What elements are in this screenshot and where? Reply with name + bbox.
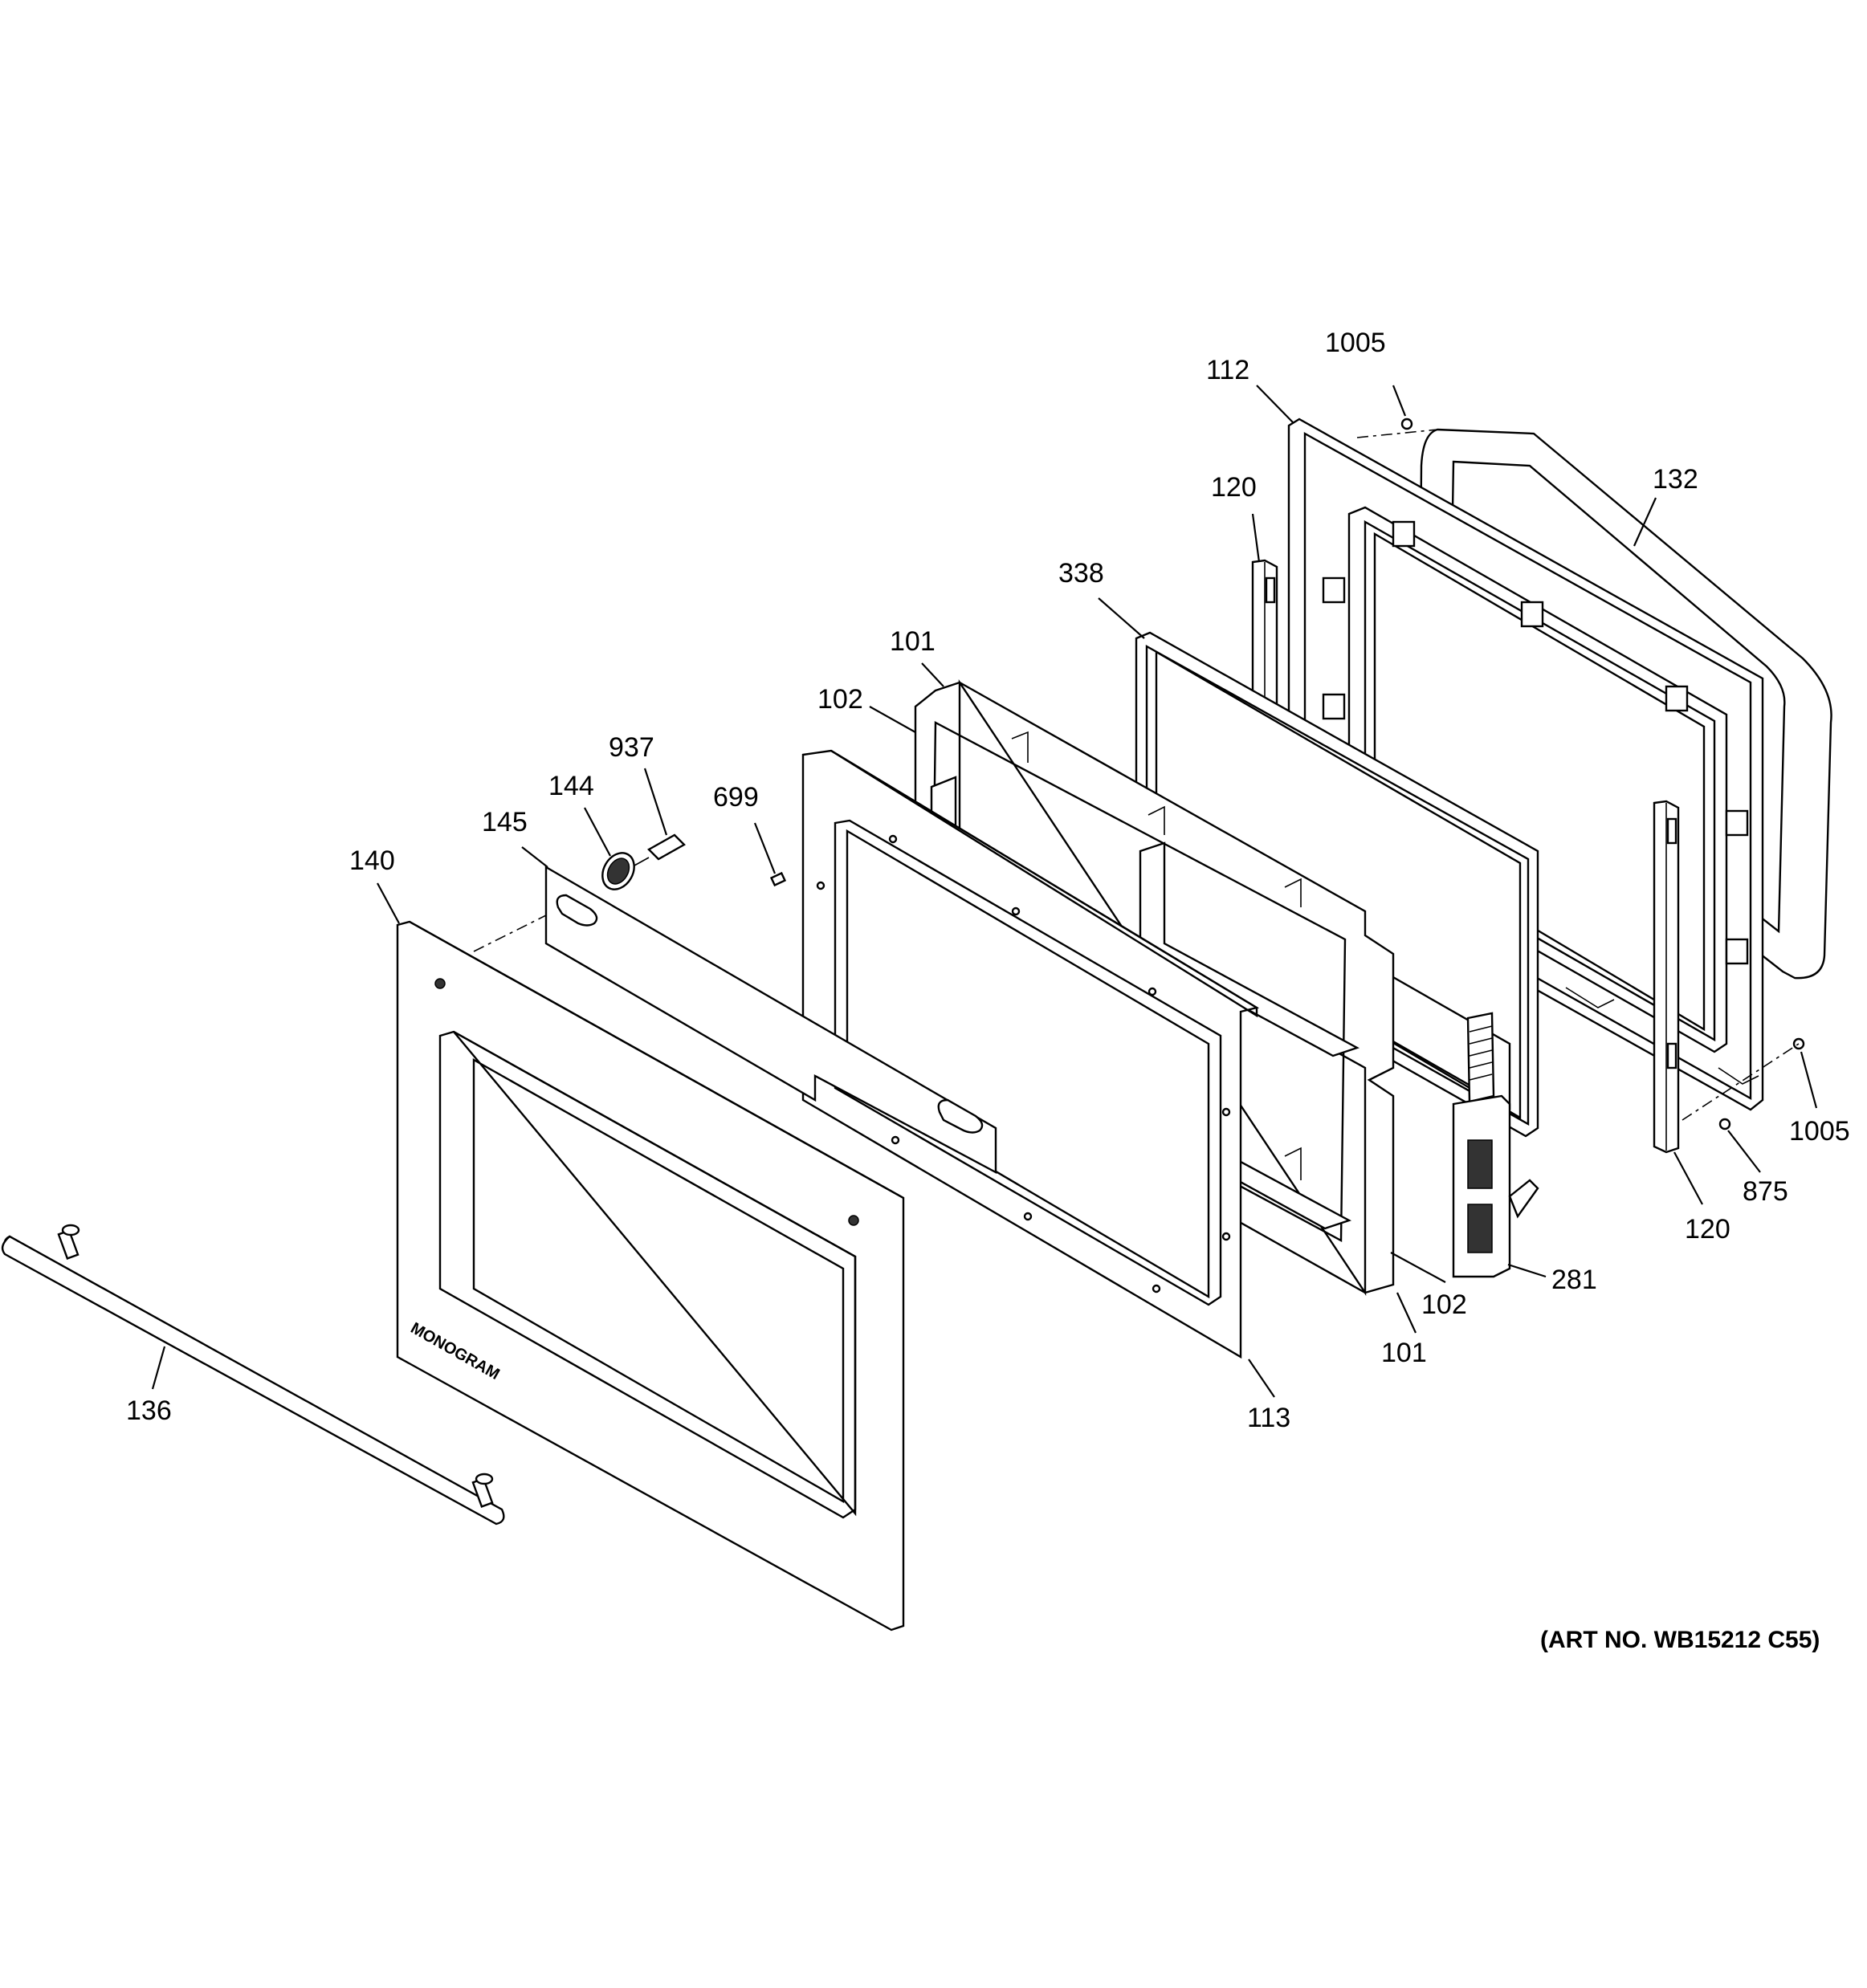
callout-937: 937 <box>609 732 654 763</box>
callout-281: 281 <box>1551 1265 1597 1295</box>
callout-144: 144 <box>548 771 594 801</box>
leader-lines <box>151 385 1818 1398</box>
callout-132: 132 <box>1653 464 1698 495</box>
part-145-handle-bracket <box>544 865 997 1174</box>
callout-120-bottom: 120 <box>1685 1214 1730 1245</box>
part-1005-screw-top <box>1400 418 1413 430</box>
callout-1005-top: 1005 <box>1325 328 1386 358</box>
callout-102-top: 102 <box>817 684 863 715</box>
callout-136: 136 <box>126 1395 172 1426</box>
part-112-inner-door-frame <box>1287 418 1764 1111</box>
callout-101-bottom: 101 <box>1381 1338 1427 1368</box>
callout-699: 699 <box>713 782 759 813</box>
callout-labels: 1005 112 132 120 338 101 102 937 144 699… <box>126 328 1850 1433</box>
part-875-screw <box>1718 1118 1731 1130</box>
callout-1005-bottom: 1005 <box>1789 1116 1850 1147</box>
callout-101-top: 101 <box>890 626 936 657</box>
part-120-hinge-support-right <box>1653 800 1680 1154</box>
part-937-screw <box>634 833 686 866</box>
callout-140: 140 <box>349 845 395 876</box>
callout-112: 112 <box>1206 355 1249 385</box>
callout-113: 113 <box>1247 1403 1290 1433</box>
part-136-door-handle <box>1 1224 505 1526</box>
callout-145: 145 <box>482 807 528 837</box>
part-281-hinge <box>1452 1012 1539 1278</box>
callout-875: 875 <box>1743 1176 1788 1207</box>
assembly-lines <box>473 429 1800 1121</box>
callout-102-bottom: 102 <box>1421 1289 1467 1320</box>
part-144-spacer <box>601 852 635 890</box>
part-699-screw <box>769 871 787 887</box>
callout-338: 338 <box>1058 558 1104 589</box>
part-113-door-frame <box>801 749 1260 1359</box>
part-140-outer-door-panel: MONOGRAM <box>396 920 905 1632</box>
art-number: (ART NO. WB15212 C55) <box>1540 1627 1820 1653</box>
callout-120-top: 120 <box>1211 472 1257 503</box>
